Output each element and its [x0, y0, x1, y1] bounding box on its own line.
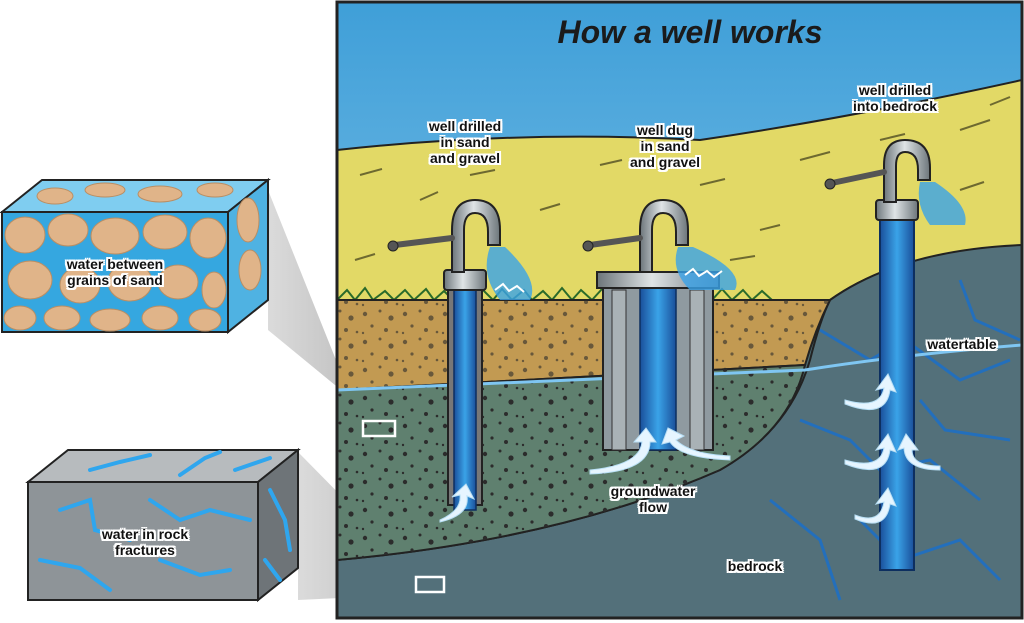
label-line: in sand [440, 134, 490, 150]
sand-grains-block [0, 177, 271, 335]
rock-fracture-block [25, 447, 301, 603]
rock-zoom-cone [298, 452, 446, 600]
label-line: and gravel [629, 154, 701, 170]
label-line: groundwater [610, 483, 696, 499]
label-well-bedrock: well drilled into bedrock [835, 82, 955, 114]
label-rock-box: water in rock fractures [75, 526, 215, 558]
label-line: water between [66, 256, 164, 272]
label-well-dug: well dug in sand and gravel [605, 122, 725, 170]
label-line: flow [639, 499, 667, 515]
well-dug-sand-gravel [582, 198, 737, 451]
label-line: and gravel [429, 150, 501, 166]
diagram-title: How a well works [557, 14, 823, 50]
label-line: water in rock [101, 526, 189, 542]
label-line: well drilled [428, 118, 502, 134]
cross-section-panel [337, 2, 1022, 618]
label-watertable: watertable [927, 336, 997, 352]
label-well-sand: well drilled in sand and gravel [405, 118, 525, 166]
label-line: into bedrock [852, 98, 937, 114]
label-line: fractures [115, 542, 175, 558]
label-line: well drilled [858, 82, 932, 98]
label-sand-box: water between grains of sand [45, 256, 185, 288]
sand-inset-marker [361, 419, 397, 438]
label-groundwater-flow: groundwater flow [598, 483, 708, 515]
label-line: well dug [637, 122, 693, 138]
rock-inset-marker [414, 575, 446, 594]
label-line: grains of sand [67, 272, 163, 288]
label-bedrock: bedrock [727, 558, 783, 574]
groundwater-flow-arrows [439, 373, 941, 524]
sand-zoom-cone [268, 190, 397, 436]
label-line: in sand [640, 138, 690, 154]
